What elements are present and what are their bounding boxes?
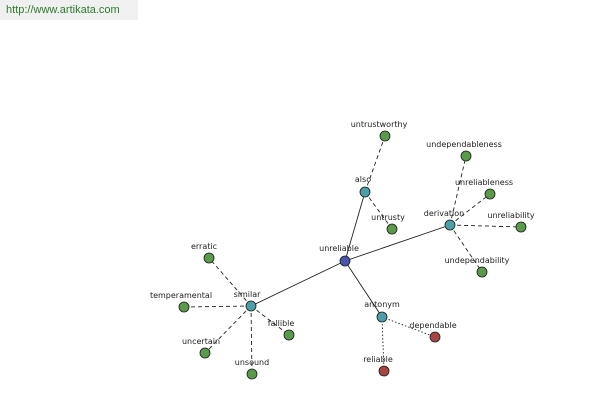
edge-derivation-undependableness [449, 155, 467, 226]
label-reliable[interactable]: reliable [363, 355, 393, 364]
label-antonym[interactable]: antonym [364, 300, 400, 309]
node-derivation[interactable] [444, 219, 456, 231]
nodes-layer [178, 130, 527, 380]
edge-similar-temperamental [183, 305, 252, 308]
node-uncertain[interactable] [199, 347, 211, 359]
node-undependableness[interactable] [460, 150, 472, 162]
edge-similar-uncertain [204, 305, 252, 354]
label-unreliability[interactable]: unreliability [487, 211, 534, 220]
labels-layer: unreliable also derivation similar antonym un… [150, 120, 535, 367]
label-unreliable[interactable]: unreliable [319, 244, 359, 253]
edge-antonym-dependable [381, 316, 436, 338]
label-untrusty[interactable]: untrusty [371, 213, 405, 222]
label-also[interactable]: also [355, 175, 371, 184]
node-untrustworthy[interactable] [379, 130, 391, 142]
label-unsound[interactable]: unsound [235, 358, 269, 367]
source-url[interactable]: http://www.artikata.com [0, 0, 138, 20]
node-unreliableness[interactable] [484, 188, 496, 200]
node-dependable[interactable] [429, 331, 441, 343]
edge-derivation-unreliableness [449, 193, 491, 226]
label-dependable[interactable]: dependable [409, 321, 456, 330]
label-undependability[interactable]: undependability [445, 256, 510, 265]
edge-also-untrustworthy [364, 135, 386, 193]
edge-derivation-unreliability [449, 224, 522, 228]
label-fallible[interactable]: fallible [268, 319, 295, 328]
node-unsound[interactable] [246, 368, 258, 380]
label-temperamental[interactable]: temperamental [150, 291, 212, 300]
label-similar[interactable]: similar [234, 290, 262, 299]
label-uncertain[interactable]: uncertain [182, 337, 220, 346]
edge-unreliable-also [344, 191, 366, 262]
edge-unreliable-antonym [344, 260, 383, 318]
node-fallible[interactable] [283, 329, 295, 341]
node-antonym[interactable] [376, 311, 388, 323]
node-unreliability[interactable] [515, 221, 527, 233]
label-derivation[interactable]: derivation [424, 209, 464, 218]
edge-similar-unsound [250, 305, 253, 375]
label-erratic[interactable]: erratic [191, 242, 217, 251]
edge-similar-fallible [250, 305, 290, 336]
node-erratic[interactable] [203, 252, 215, 264]
edge-unreliable-derivation [344, 224, 451, 262]
edges-layer [183, 135, 522, 375]
label-unreliableness[interactable]: unreliableness [455, 178, 513, 187]
label-untrustworthy[interactable]: untrustworthy [351, 120, 408, 129]
node-unreliable[interactable] [339, 255, 351, 267]
edge-similar-erratic [208, 257, 252, 307]
edge-derivation-undependability [449, 224, 483, 273]
node-also[interactable] [359, 186, 371, 198]
label-undependableness[interactable]: undependableness [426, 140, 502, 149]
node-reliable[interactable] [378, 365, 390, 377]
node-similar[interactable] [245, 300, 257, 312]
node-undependability[interactable] [476, 266, 488, 278]
edge-unreliable-similar [250, 260, 346, 307]
edge-also-untrusty [364, 191, 393, 230]
node-temperamental[interactable] [178, 301, 190, 313]
node-untrusty[interactable] [386, 223, 398, 235]
